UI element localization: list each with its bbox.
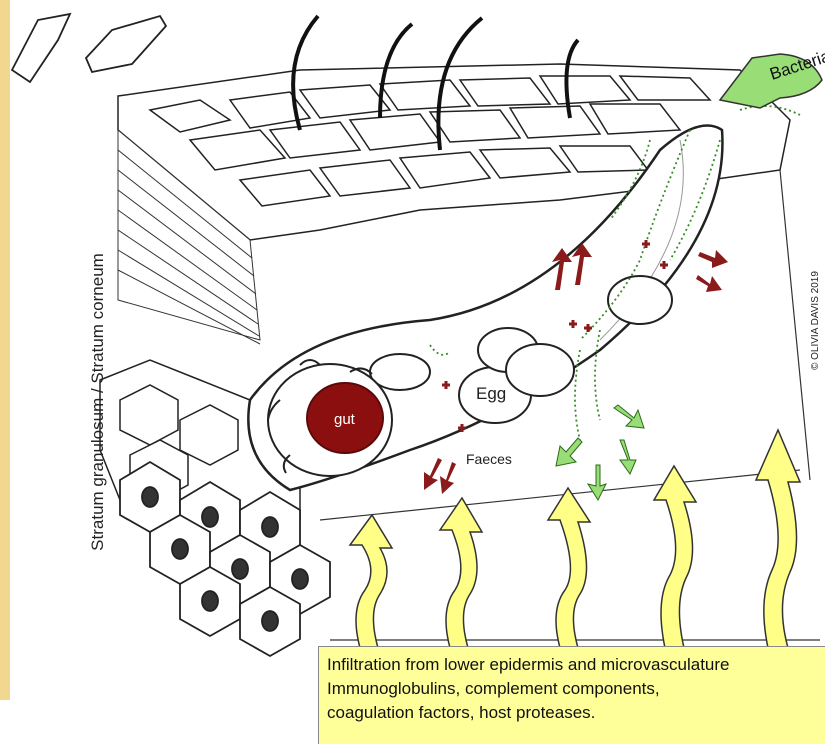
- left-border-band: [0, 0, 10, 700]
- copyright-label: © OLIVIA DAVIS 2019: [810, 271, 821, 370]
- info-line-1: Infiltration from lower epidermis and mi…: [327, 653, 825, 677]
- detached-corneocytes: [12, 14, 166, 82]
- info-line-2: Immunoglobulins, complement components,: [327, 677, 825, 701]
- egg-label: Egg: [476, 384, 506, 403]
- egg: [608, 276, 672, 324]
- egg: [506, 344, 574, 396]
- green-arrows: [556, 405, 644, 500]
- stratum-layers-label: Stratum granulosum / Stratum corneum: [88, 252, 112, 552]
- gut-label: gut: [334, 411, 356, 428]
- info-line-3: coagulation factors, host proteases.: [327, 701, 825, 725]
- faeces-label: Faeces: [466, 451, 512, 467]
- infiltration-info-box: Infiltration from lower epidermis and mi…: [318, 646, 825, 744]
